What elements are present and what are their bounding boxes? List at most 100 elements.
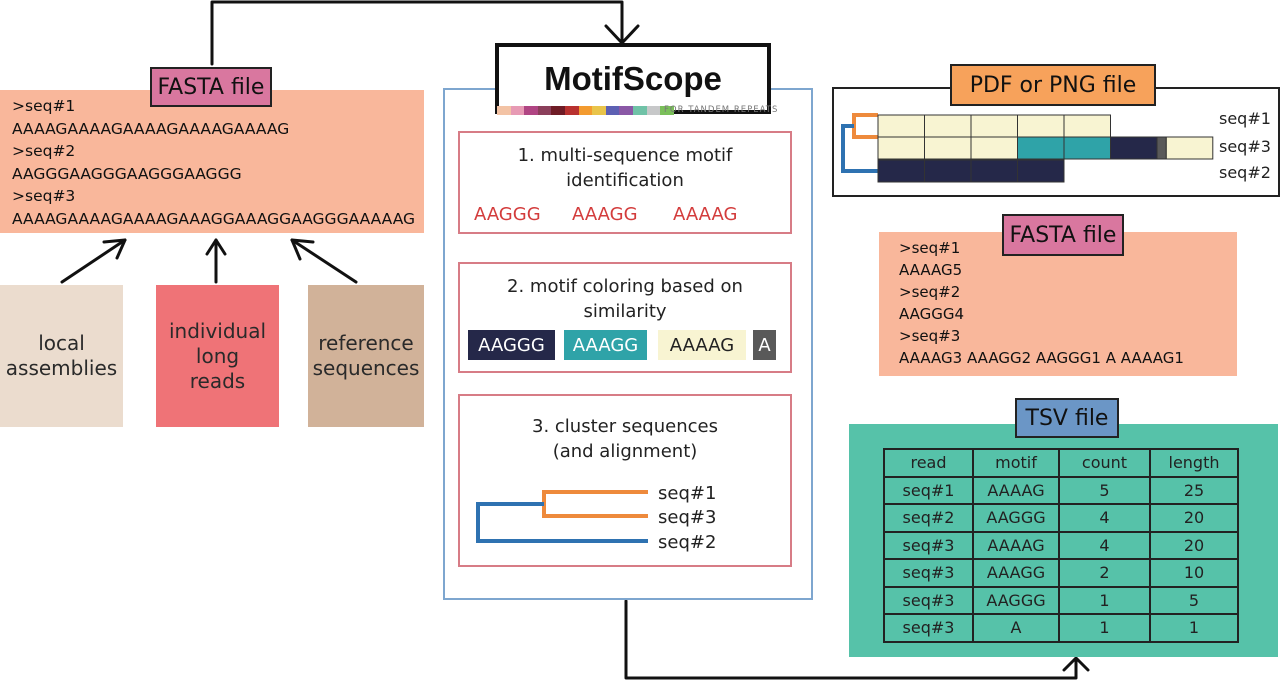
source-label-line: individual: [168, 318, 267, 343]
motif-aaaag: AAAAG: [673, 204, 738, 225]
chip-aaagg: AAAGG: [564, 330, 647, 360]
plot-branch-orange: [852, 113, 878, 139]
tsv-cell: 4: [1058, 503, 1151, 533]
plot-label-seq2: seq#2: [1219, 163, 1271, 182]
motifscope-logo: MotifScope: [495, 43, 771, 114]
logo-strip-swatch: [592, 106, 606, 115]
plot-block-aaaag: [924, 114, 972, 138]
tsv-output-tag: TSV file: [1015, 398, 1119, 438]
logo-tagline: FOR TANDEM REPEATS: [664, 105, 779, 115]
plot-block-aaaag: [1165, 136, 1214, 160]
tsv-cell: 4: [1058, 530, 1151, 560]
tsv-cell: seq#1: [883, 475, 974, 505]
chip-aaggg: AAGGG: [468, 330, 555, 360]
tsv-cell: AAGGG: [972, 503, 1060, 533]
dendrogram-branch-orange: [542, 490, 648, 518]
tsv-cell: seq#3: [883, 585, 974, 615]
source-label-line: assemblies: [5, 356, 118, 380]
plot-block-aaggg: [877, 159, 925, 183]
tsv-cell: 2: [1058, 558, 1151, 588]
tsv-cell: seq#3: [883, 613, 974, 643]
tsv-header-cell: length: [1149, 448, 1239, 478]
input-fasta-line: AAGGGAAGGGAAGGGAAGGG: [12, 164, 242, 183]
output-fasta-line: AAGGG4: [899, 305, 965, 323]
arrow-assemblies-head: [102, 238, 127, 260]
tsv-cell: AAAGG: [972, 558, 1060, 588]
logo-strip-swatch: [510, 106, 525, 115]
step1-title-line2: identification: [566, 170, 684, 191]
logo-strip-swatch: [551, 106, 565, 115]
plot-block-aaggg: [1017, 159, 1065, 183]
logo-strip-swatch: [632, 106, 647, 115]
logo-strip-swatch: [660, 106, 674, 115]
logo-strip-swatch: [564, 106, 579, 115]
leaf-seq3: seq#3: [658, 507, 716, 528]
tsv-cell: 25: [1149, 475, 1239, 505]
logo-strip-swatch: [578, 106, 593, 115]
arrow-tool-to-tsv-head: [1062, 656, 1090, 672]
tsv-cell: 20: [1149, 503, 1239, 533]
step3-title-line2: (and alignment): [552, 441, 698, 462]
tsv-cell: AAAAG: [972, 530, 1060, 560]
tsv-cell: AAGGG: [972, 585, 1060, 615]
plot-block-aaaag: [924, 136, 972, 160]
step2-title-line2: similarity: [583, 301, 667, 322]
plot-block-aaggg: [1110, 136, 1158, 160]
image-output-panel: seq#1 seq#3 seq#2: [832, 87, 1280, 197]
plot-blocks: [877, 114, 1214, 183]
input-fasta-line: AAAAGAAAAGAAAAGAAAGGAAAGGAAGGGAAAAAG: [12, 209, 416, 228]
logo-strip-swatch: [605, 106, 620, 115]
source-label-line: long: [195, 343, 240, 368]
step-motif-coloring: 2. motif coloring based on similarity AA…: [458, 262, 792, 373]
logo-strip-swatch: [619, 106, 633, 115]
tsv-cell: 5: [1149, 585, 1239, 615]
source-label-line: reference: [318, 331, 414, 355]
step2-title-line1: 2. motif coloring based on: [507, 276, 743, 297]
tsv-cell: seq#3: [883, 530, 974, 560]
step1-title-line1: 1. multi-sequence motif: [517, 145, 733, 166]
input-fasta-line: AAAAGAAAAGAAAAGAAAAGAAAAG: [12, 119, 290, 138]
step-cluster-sequences: 3. cluster sequences (and alignment) seq…: [458, 394, 792, 567]
arrow-long-reads-head: [205, 238, 227, 256]
output-fasta-line: AAAAG3 AAAGG2 AAGGG1 A AAAAG1: [899, 349, 1184, 367]
tsv-cell: 1: [1058, 585, 1151, 615]
logo-strip-swatch: [524, 106, 538, 115]
tsv-cell: AAAAG: [972, 475, 1060, 505]
output-fasta-tag: FASTA file: [1002, 214, 1124, 256]
plot-block-a: [1156, 136, 1167, 160]
step-motif-identification: 1. multi-sequence motif identification A…: [458, 131, 792, 234]
plot-branch-blue: [841, 124, 878, 173]
plot-block-aaggg: [924, 159, 972, 183]
plot-block-aaaag: [877, 136, 925, 160]
tsv-cell: 1: [1058, 613, 1151, 643]
logo-strip-swatch: [646, 106, 661, 115]
arrow-reference: [290, 238, 358, 284]
arrow-assemblies: [60, 238, 127, 284]
logo-color-strip: [497, 106, 674, 115]
tsv-header-cell: motif: [972, 448, 1060, 478]
motif-aaggg: AAGGG: [474, 204, 541, 225]
motif-alignment-plot: seq#1 seq#3 seq#2: [841, 109, 1271, 183]
logo-strip-swatch: [497, 106, 511, 115]
source-label-line: reads: [189, 368, 246, 393]
input-fasta-line: >seq#1: [12, 97, 76, 115]
output-fasta-line: AAAAG5: [899, 261, 963, 279]
output-fasta-line: >seq#3: [899, 327, 961, 345]
cluster-dendrogram: seq#1 seq#3 seq#2: [476, 483, 716, 553]
plot-block-aaaag: [1063, 114, 1111, 138]
tsv-cell: 5: [1058, 475, 1151, 505]
leaf-seq1: seq#1: [658, 483, 716, 504]
step3-title-line1: 3. cluster sequences: [532, 416, 718, 437]
